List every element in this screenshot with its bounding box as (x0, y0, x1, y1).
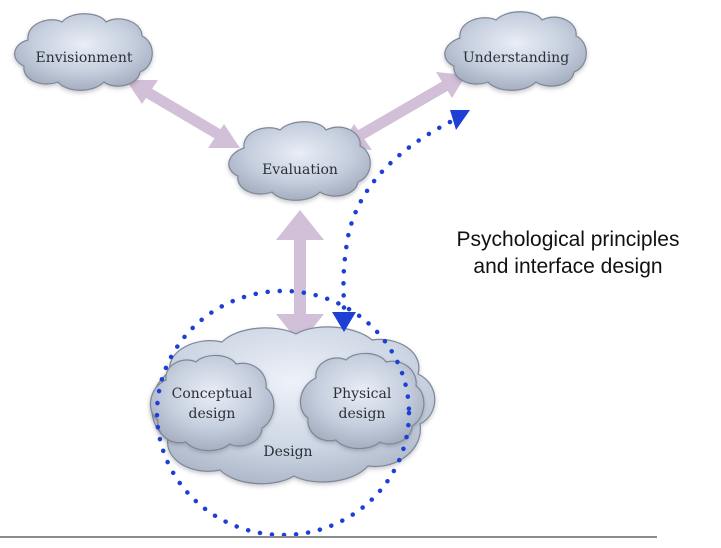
envisionment-node (14, 13, 153, 91)
physical-design-label-line2: design (339, 406, 386, 422)
conceptual-design-label-line1: Conceptual (172, 386, 253, 402)
conceptual-design-label-line2: design (189, 406, 236, 422)
arrow-envisionment-evaluation (126, 80, 240, 148)
annotation-line2: and interface design (473, 255, 663, 278)
annotation-text: Psychological principles and interface d… (418, 226, 718, 280)
design-label: Design (263, 444, 312, 460)
dotted-arrowhead-bottom (332, 312, 356, 332)
envisionment-label: Envisionment (36, 50, 133, 66)
evaluation-label: Evaluation (262, 162, 338, 178)
dotted-connector (332, 110, 470, 332)
physical-design-label-line1: Physical (333, 386, 392, 402)
conceptual-design-node (149, 354, 275, 452)
arrow-evaluation-design (276, 210, 324, 344)
footer-divider (0, 536, 657, 538)
evaluation-node (228, 121, 371, 201)
understanding-label: Understanding (463, 50, 569, 66)
physical-design-node (299, 352, 425, 450)
dotted-circle (154, 288, 412, 538)
understanding-node (444, 11, 587, 91)
annotation-line1: Psychological principles (456, 228, 680, 251)
dotted-arrowhead-top (450, 110, 470, 130)
